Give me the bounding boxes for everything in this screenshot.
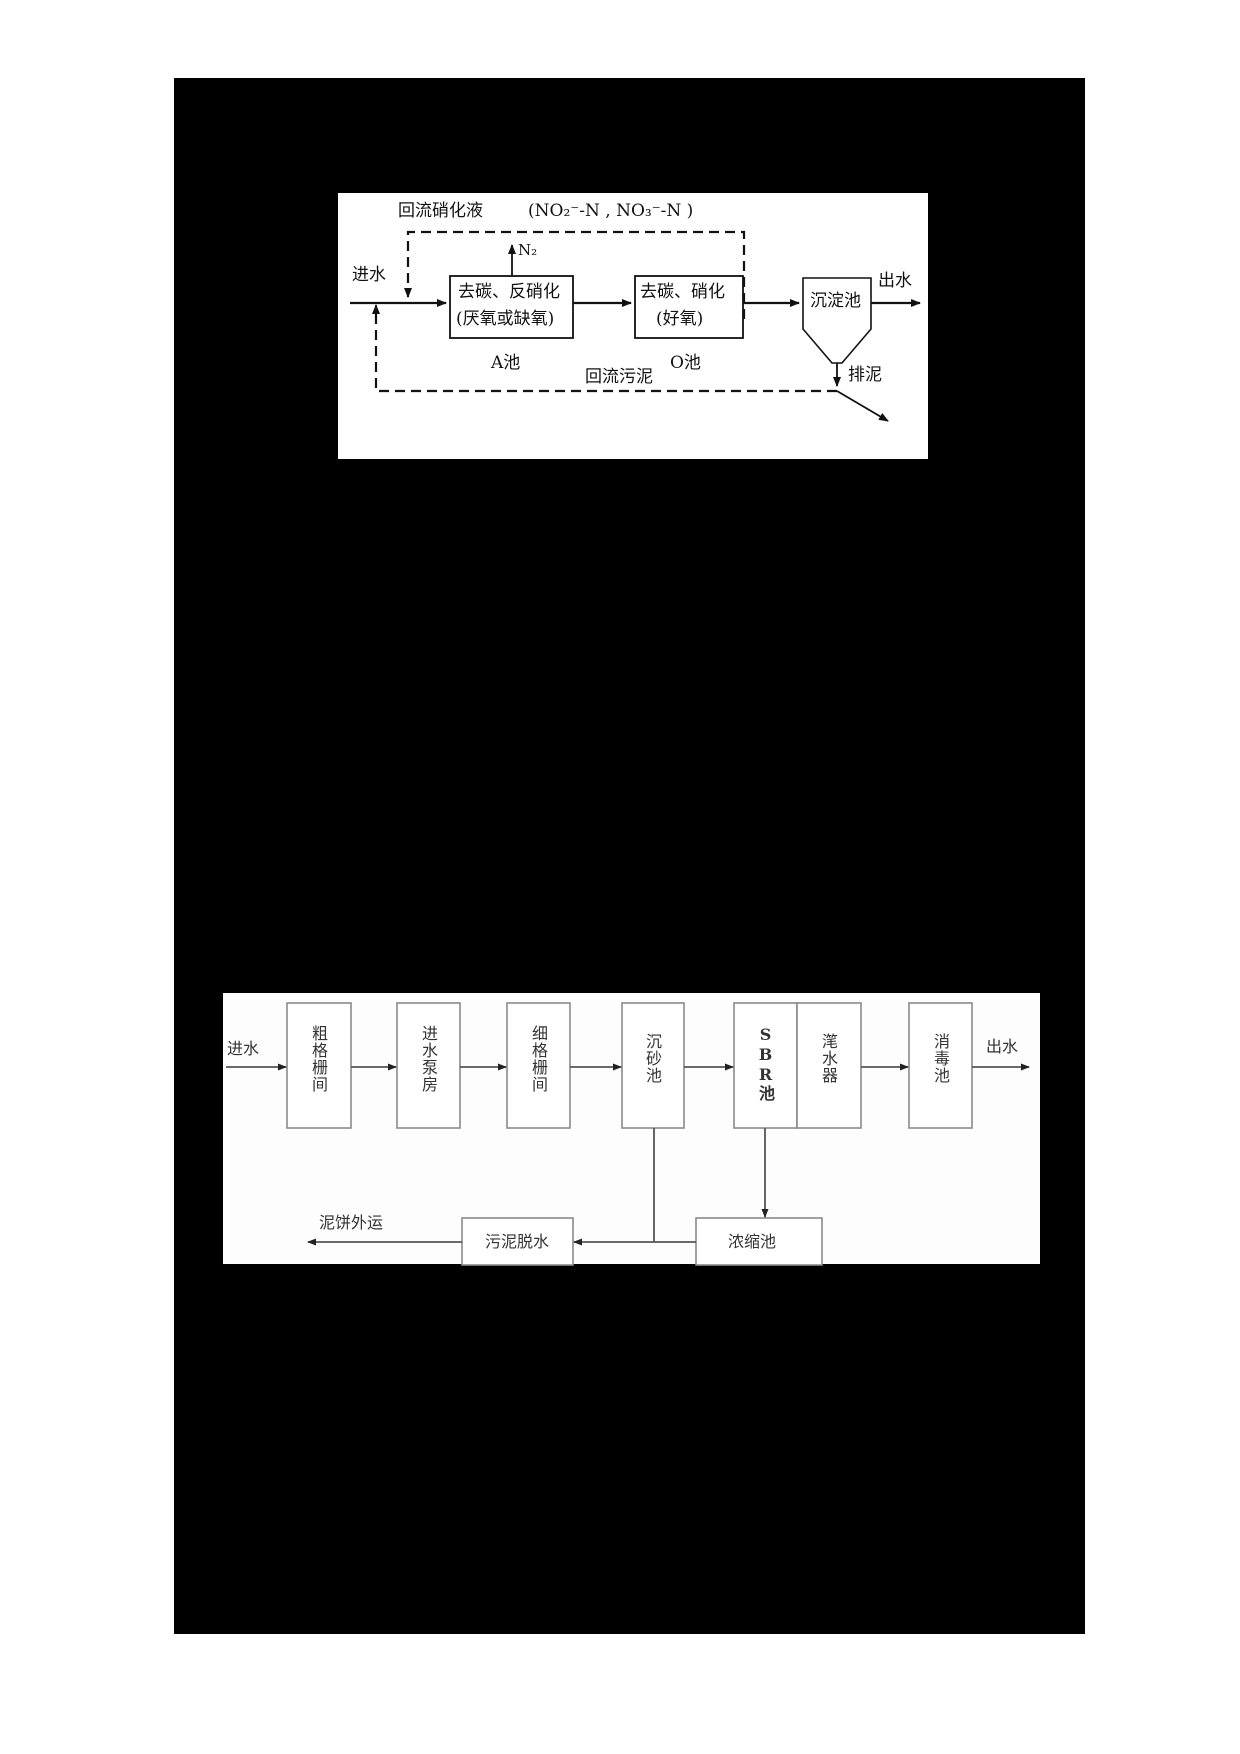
recycle-liquor-label: 回流硝化液: [398, 201, 483, 221]
unit-decanter: 滗水器: [819, 1033, 838, 1084]
ao-process-diagram: 回流硝化液 (NO₂⁻-N , NO₃⁻-N ) 进水 N₂ 去碳、反硝化 (厌…: [338, 193, 928, 459]
a-tank-line2: (厌氧或缺氧): [456, 309, 555, 329]
recycle-species-label: (NO₂⁻-N , NO₃⁻-N ): [528, 201, 694, 221]
o-tank-line2: (好氧): [656, 309, 704, 329]
a-tank-caption: A池: [491, 353, 521, 373]
unit-fine-screen: 细格栅间: [529, 1025, 548, 1093]
sbr-outlet-label: 出水: [986, 1037, 1019, 1056]
sbr-diagram-lines: [226, 1002, 1030, 1266]
unit-sbr-tank: SBR池: [756, 1025, 775, 1102]
clarifier-label: 沉淀池: [810, 291, 861, 311]
sbr-plant-flow-diagram: 进水 粗格栅间 进水泵房 细格栅间 沉砂池 SBR池 滗水器 消毒池 出水 浓缩…: [223, 993, 1040, 1266]
o-tank-caption: O池: [670, 353, 701, 373]
sludge-discharge-label: 排泥: [848, 365, 882, 385]
unit-disinfection: 消毒池: [931, 1033, 950, 1084]
unit-grit-chamber: 沉砂池: [643, 1033, 662, 1084]
n2-gas-label: N₂: [518, 241, 538, 259]
unit-coarse-screen: 粗格栅间: [309, 1025, 328, 1093]
a-tank-line1: 去碳、反硝化: [458, 282, 560, 302]
unit-lift-pump: 进水泵房: [419, 1025, 438, 1093]
cake-export-label: 泥饼外运: [319, 1213, 384, 1232]
ao-diagram-lines: [350, 230, 921, 422]
thickener-label: 浓缩池: [728, 1232, 777, 1251]
sludge-return-label: 回流污泥: [585, 367, 653, 387]
inlet-label: 进水: [352, 265, 386, 285]
sbr-inlet-label: 进水: [227, 1039, 260, 1058]
o-tank-line1: 去碳、硝化: [640, 282, 725, 302]
outlet-label: 出水: [878, 271, 912, 291]
dewatering-label: 污泥脱水: [485, 1232, 550, 1251]
